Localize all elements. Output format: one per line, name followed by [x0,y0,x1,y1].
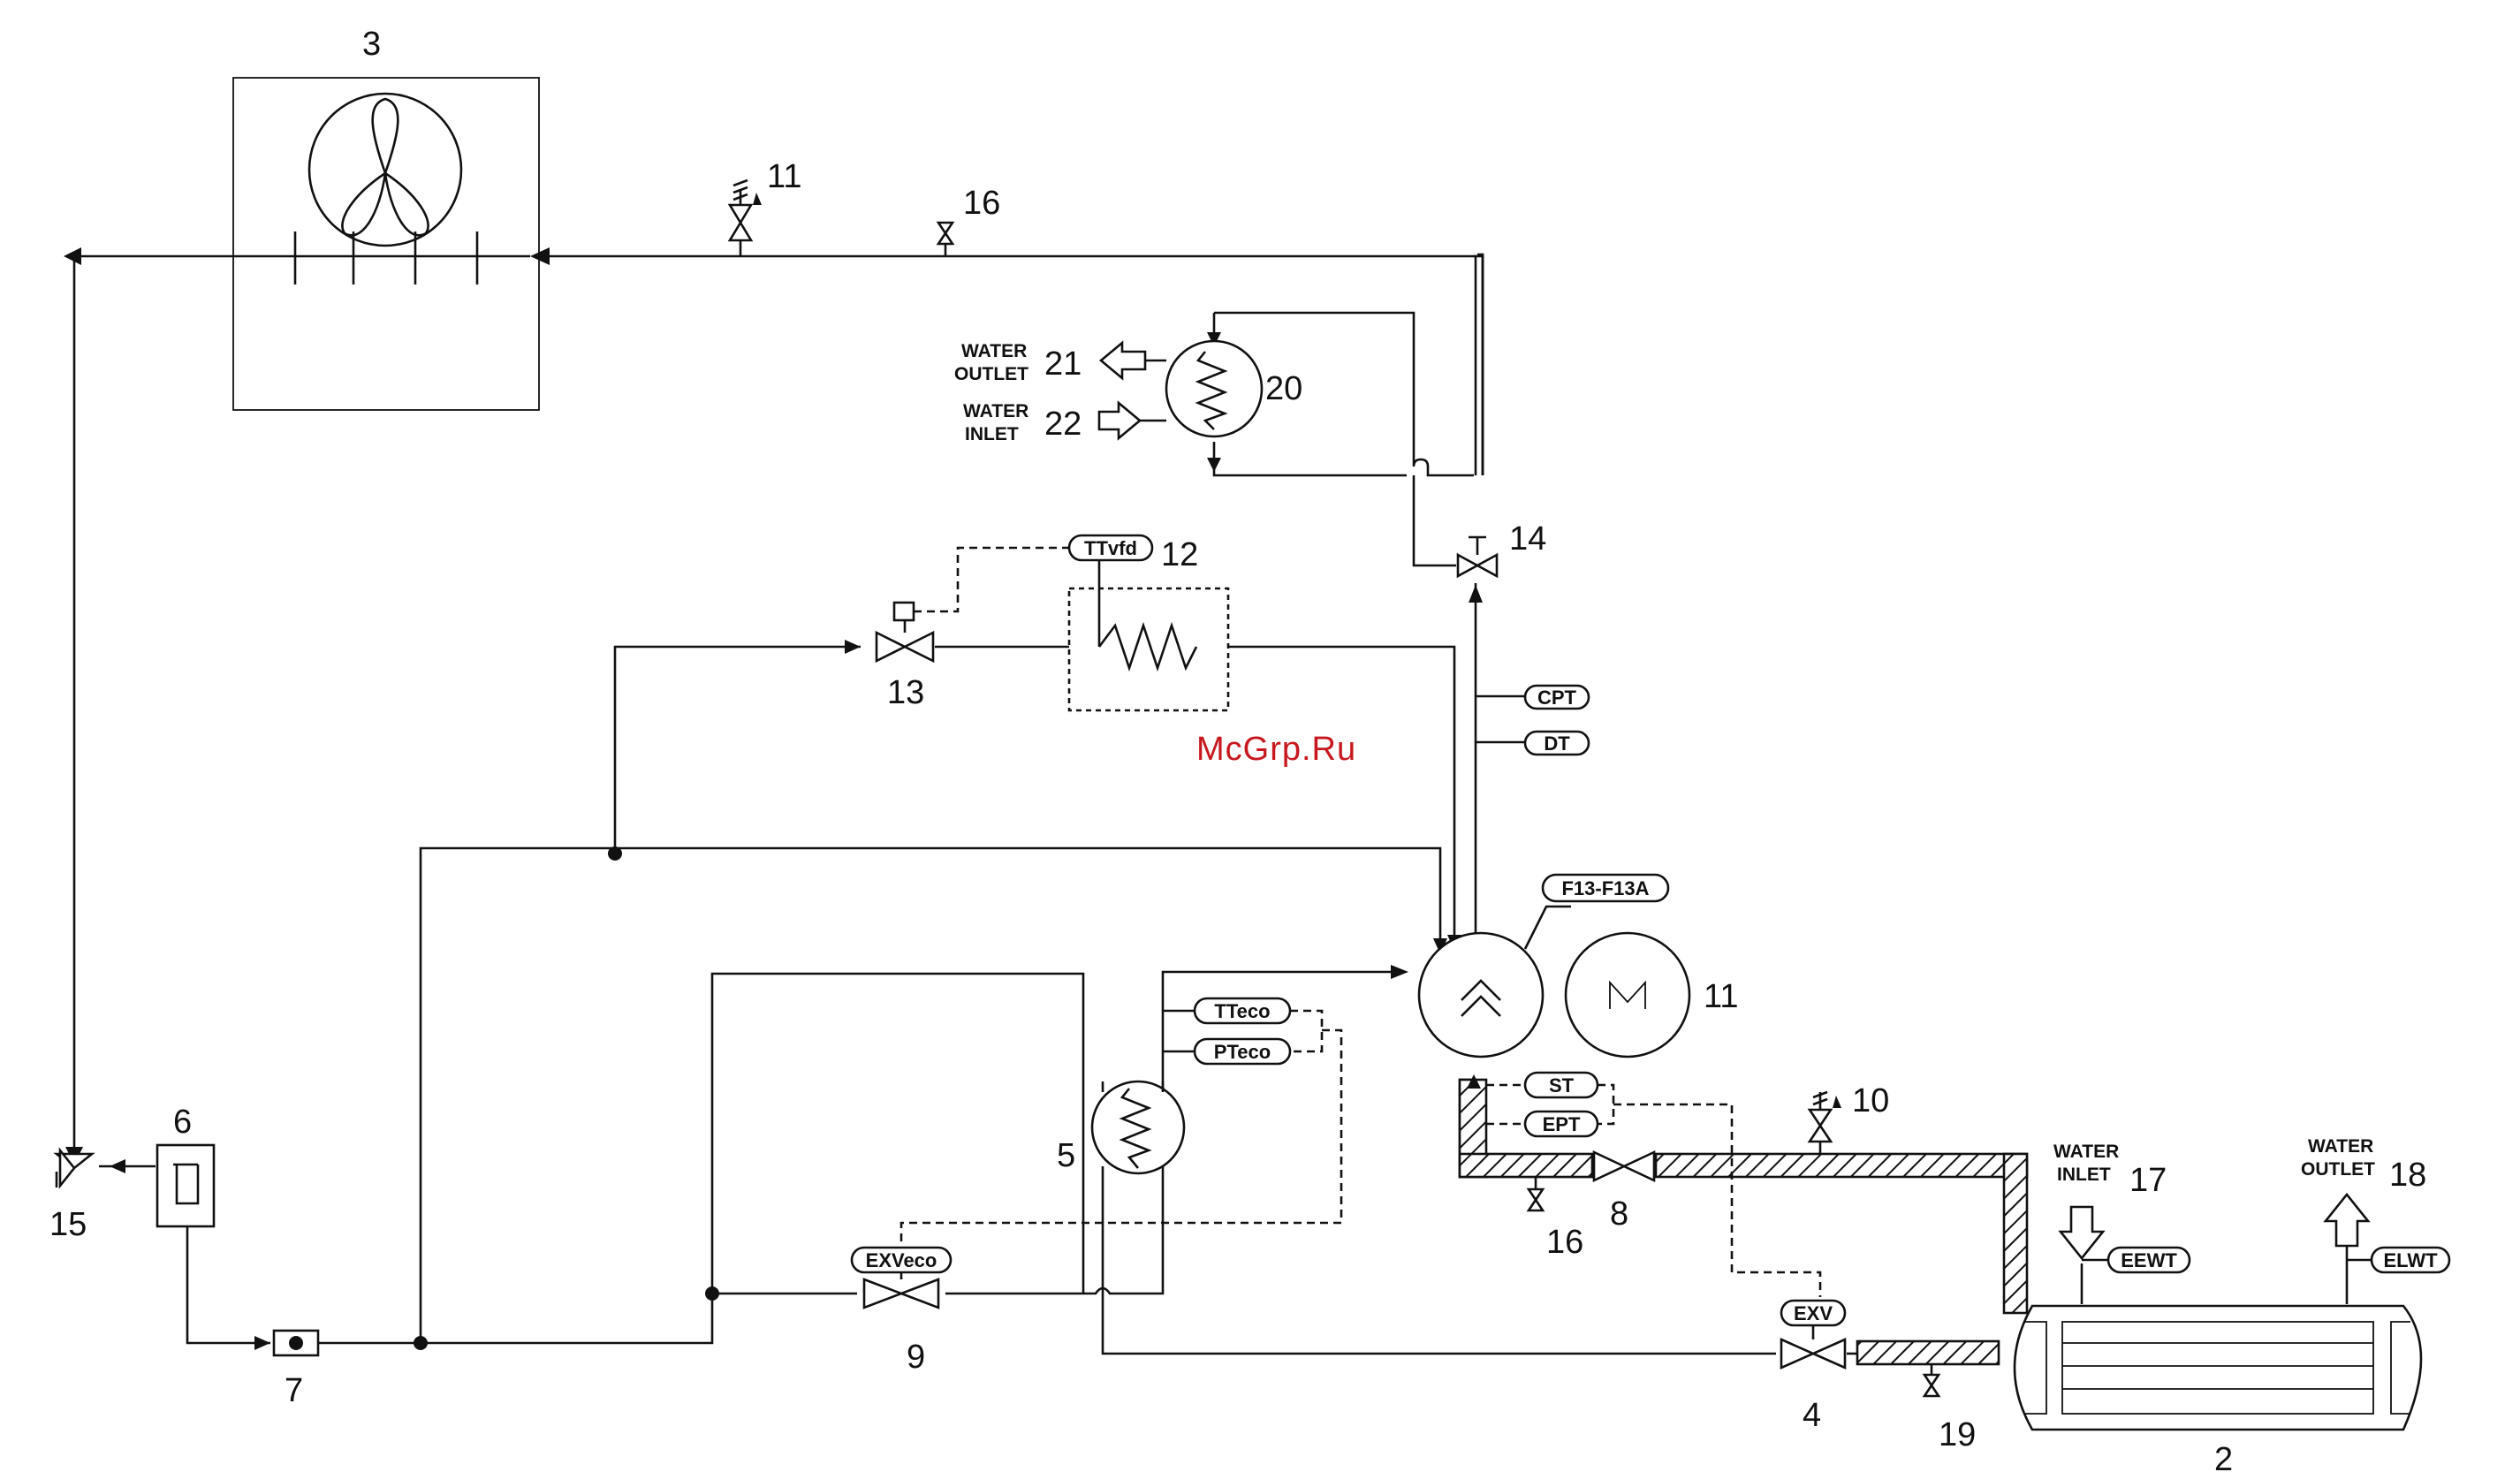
tag-pteco: PTeco [1195,1039,1290,1064]
tag-dt-text: DT [1544,732,1570,755]
relief-valve-top [730,180,762,256]
tag-exv-text: EXV [1794,1302,1833,1324]
eco-vapor-arrow [1391,965,1408,979]
label-vfd-valve: 13 [887,674,924,711]
discharge-up-arrow [1469,585,1483,603]
label-liquid-shutoff-valve: 15 [49,1206,87,1243]
sightglass-arrow [254,1336,270,1350]
condenser-coil [233,78,539,410]
sight-glass [274,1331,318,1355]
tag-eewt-text: EEWT [2121,1249,2177,1271]
label-condenser: 3 [362,26,381,63]
tag-cpt: CPT [1525,686,1589,709]
tag-st-text: ST [1549,1074,1575,1096]
main-expansion-valve [1781,1325,1845,1368]
label-evaporator: 2 [2214,1441,2233,1472]
tag-dt: DT [1525,732,1589,755]
label-hr-water-inlet: 22 [1044,406,1082,443]
label-eco-expansion-valve: 9 [907,1339,925,1376]
evap-water-inlet-arrow [2061,1207,2103,1258]
tag-elwt: ELWT [2372,1248,2449,1272]
hr-inlet-text-1: WATER [963,401,1028,421]
evaporator [2015,1306,2421,1430]
evap-inlet-text-2: INLET [2057,1165,2111,1185]
tag-tteco-text: TTeco [1214,1000,1270,1022]
hr-inlet-text-2: INLET [965,424,1019,444]
tag-pteco-text: PTeco [1214,1041,1271,1063]
tag-exveco-text: EXVeco [866,1249,937,1271]
label-suction-relief-valve: 10 [1852,1082,1889,1119]
tag-tteco: TTeco [1195,998,1290,1023]
tag-ttvfd: TTvfd [1069,535,1152,560]
hr-water-outlet-arrow [1101,343,1145,378]
tag-f13: F13-F13A [1543,875,1668,901]
label-check-valve: 14 [1509,520,1546,558]
compressor [1419,907,1571,1057]
evap-inlet-text-1: WATER [2053,1142,2119,1162]
tag-ept-text: EPT [1543,1113,1581,1135]
watermark-text: McGrp.Ru [1196,731,1356,768]
valve15-arrow [110,1159,125,1173]
label-evap-water-outlet: 18 [2389,1157,2426,1194]
evap-outlet-text-2: OUTLET [2301,1159,2375,1180]
tag-f13-text: F13-F13A [1561,877,1649,899]
label-evap-water-inlet: 17 [2129,1162,2167,1199]
hr-water-inlet-arrow [1099,403,1140,438]
label-main-expansion-valve: 4 [1803,1397,1821,1434]
evap-outlet-text-1: WATER [2308,1136,2373,1157]
tag-ept: EPT [1525,1112,1598,1136]
tag-st: ST [1525,1073,1598,1097]
tag-exveco: EXVeco [852,1248,951,1272]
evap-water-outlet-arrow [2326,1195,2368,1246]
eco-expansion-valve [864,1272,938,1308]
suction-relief-valve [1810,1092,1841,1154]
economizer [1092,1081,1184,1173]
label-sight-glass: 7 [285,1372,303,1409]
motor [1566,933,1689,1057]
liquid-shutoff-valve [57,1150,92,1187]
label-service-valve-top: 16 [963,185,1000,222]
vfd-line-arrow [845,640,861,654]
hr-outlet-text-2: OUTLET [954,364,1028,384]
service-valve-top [938,223,953,256]
label-filter-drier: 6 [173,1104,192,1141]
heat-recovery-exchanger [1140,341,1262,436]
hr-outlet-text-1: WATER [961,341,1027,361]
tag-cpt-text: CPT [1537,687,1577,709]
suction-service-valve [1529,1177,1543,1210]
tag-exv: EXV [1781,1301,1845,1325]
liquid-service-valve [1924,1364,1939,1396]
label-motor: 11 [1704,978,1738,1015]
filter-drier [157,1145,214,1226]
tag-eewt: EEWT [2108,1248,2190,1272]
tag-ttvfd-text: TTvfd [1084,537,1137,559]
label-vfd-cooler: 12 [1161,536,1198,573]
check-valve-discharge [1458,537,1497,576]
label-relief-valve-top: 11 [767,158,801,195]
suction-valve [1594,1152,1654,1180]
label-hr-water-outlet: 21 [1044,345,1082,383]
junction-dots [414,846,719,1350]
label-suction-valve: 8 [1610,1195,1628,1233]
vfd-valve [877,548,1069,661]
condenser-outlet-arrow [64,247,81,265]
label-economizer: 5 [1057,1137,1075,1174]
label-liquid-service-valve: 19 [1939,1416,1976,1453]
hr-outlet-arrow [1207,458,1221,472]
tag-elwt-text: ELWT [2383,1249,2438,1271]
vfd-cooler-box [1069,560,1228,710]
condenser-inlet-arrow [530,247,550,265]
label-suction-service-valve: 16 [1546,1224,1583,1261]
label-heat-recovery-exchanger: 20 [1265,370,1302,407]
